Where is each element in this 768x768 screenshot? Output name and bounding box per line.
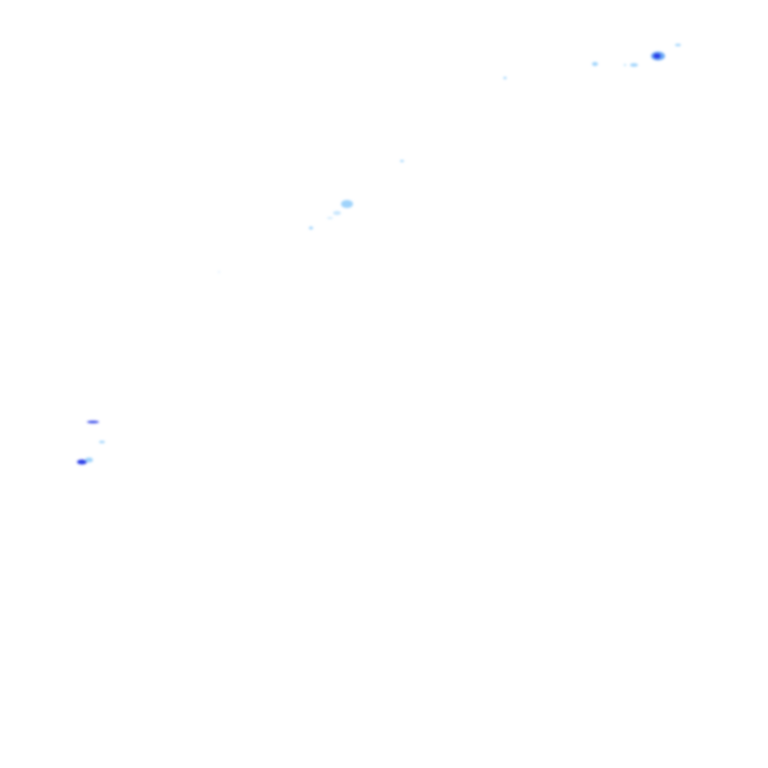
precip-cell: [653, 53, 661, 59]
precip-cell: [624, 64, 626, 66]
precip-cell: [99, 440, 105, 444]
precip-cell: [630, 63, 638, 67]
precip-cell: [341, 200, 353, 208]
precip-cell: [675, 43, 681, 47]
precip-cell: [218, 271, 220, 273]
precip-cell: [309, 226, 313, 230]
precip-cell: [87, 420, 99, 424]
precip-cell: [85, 457, 93, 463]
precip-cell: [77, 459, 87, 465]
precip-cell: [592, 62, 598, 66]
precip-cell: [503, 76, 507, 80]
precip-cell: [400, 160, 404, 162]
precip-cell: [327, 217, 333, 219]
precip-cell: [333, 211, 341, 215]
